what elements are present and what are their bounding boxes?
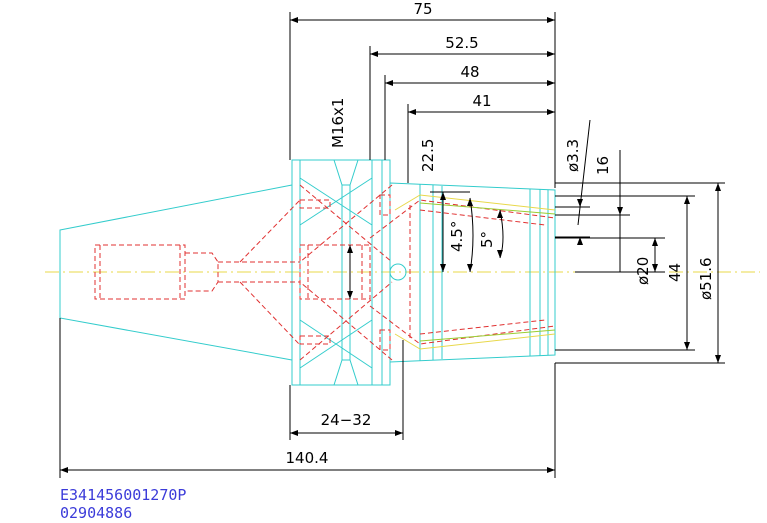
v-groove-bottom bbox=[333, 359, 359, 386]
collet-nose bbox=[389, 182, 556, 363]
dim-22-5: 22.5 bbox=[419, 139, 437, 172]
dim-m16x1: M16x1 bbox=[329, 98, 347, 148]
dim-48: 48 bbox=[460, 63, 479, 81]
dim-16: 16 bbox=[594, 156, 612, 175]
dim-24-32: 24−32 bbox=[321, 411, 372, 429]
cross-hole bbox=[389, 263, 407, 281]
dim-140-4: 140.4 bbox=[286, 449, 329, 467]
v-groove-top bbox=[333, 159, 359, 186]
dim-phi20: ø20 bbox=[634, 257, 652, 285]
dim-angle-4-5: 4.5° bbox=[448, 221, 466, 252]
dim-75: 75 bbox=[413, 0, 432, 18]
dim-44: 44 bbox=[666, 263, 684, 282]
hidden-lines bbox=[94, 184, 556, 361]
dim-52-5: 52.5 bbox=[445, 34, 478, 52]
dimension-lines bbox=[59, 12, 725, 478]
part-number: E341456001270P bbox=[60, 486, 186, 504]
dim-angle-5: 5° bbox=[478, 231, 496, 248]
code-number: 02904886 bbox=[60, 504, 132, 522]
dim-phi51-6: ø51.6 bbox=[697, 257, 715, 300]
dim-41: 41 bbox=[472, 92, 491, 110]
dim-phi3-3: ø3.3 bbox=[564, 139, 582, 172]
holder-outline bbox=[59, 159, 556, 386]
